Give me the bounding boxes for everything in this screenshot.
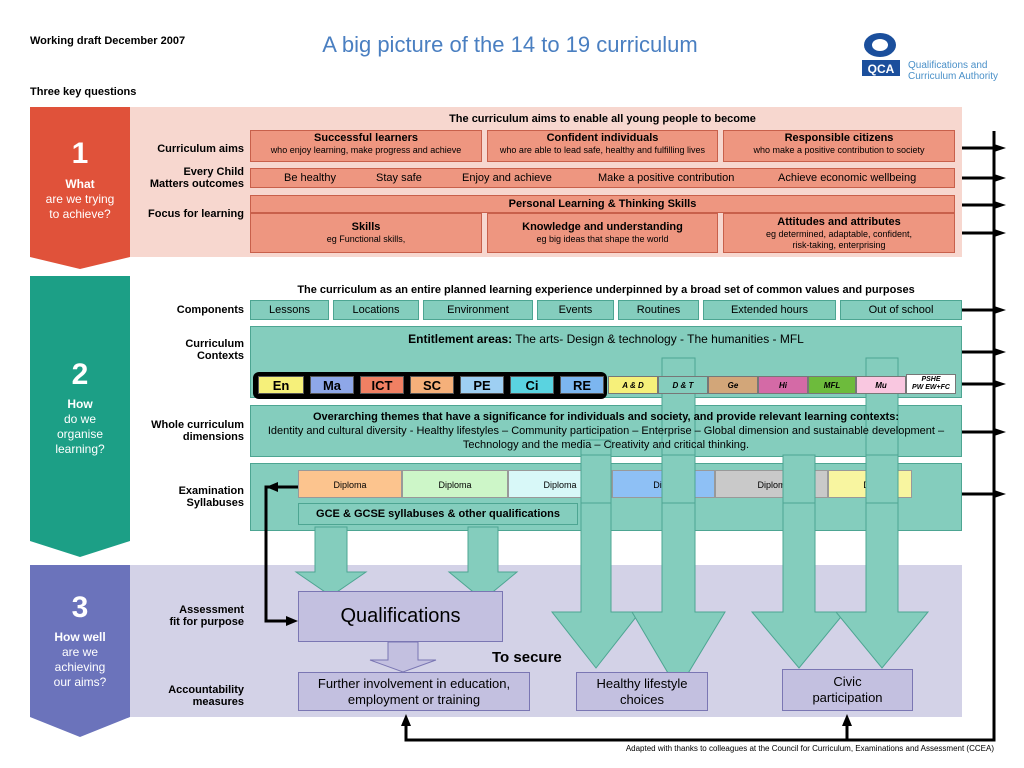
logo-abbr: QCA xyxy=(868,62,895,76)
ecm-outcomes-row: Be healthy Stay safe Enjoy and achieve M… xyxy=(250,168,955,188)
question-2-arrow xyxy=(30,541,130,557)
ecm-item: Achieve economic wellbeing xyxy=(778,172,917,184)
ecm-item: Make a positive contribution xyxy=(598,172,735,184)
subject-re: RE xyxy=(560,376,604,394)
question-1-block: 1 What are we trying to achieve? xyxy=(30,107,130,257)
logo-text: Qualifications and Curriculum Authority xyxy=(908,60,999,82)
arrow-to-further-involvement xyxy=(369,641,437,673)
further-involvement-box: Further involvement in education,employm… xyxy=(298,672,530,711)
qca-logo-icon: QCA xyxy=(862,33,900,76)
diploma-1: Diploma xyxy=(298,470,402,498)
label-curriculum-aims: Curriculum aims xyxy=(157,143,244,155)
label-focus: Focus for learning xyxy=(148,208,244,220)
subject-ict: ICT xyxy=(360,376,404,394)
component-events: Events xyxy=(537,300,614,320)
component-locations: Locations xyxy=(333,300,419,320)
subject-ci: Ci xyxy=(510,376,554,394)
diploma-2: Diploma xyxy=(402,470,508,498)
subject-mfl: MFL xyxy=(808,376,856,394)
component-extended-hours: Extended hours xyxy=(703,300,836,320)
subject-mu: Mu xyxy=(856,376,906,394)
feedback-line xyxy=(404,131,996,742)
gcse-box: GCE & GCSE syllabuses & other qualificat… xyxy=(298,503,578,525)
overarching-themes: Overarching themes that have a significa… xyxy=(267,411,945,451)
subject-en: En xyxy=(258,376,304,394)
label-components: Components xyxy=(176,304,244,316)
section-2-heading: The curriculum as an entire planned lear… xyxy=(297,284,915,296)
component-out-of-school: Out of school xyxy=(840,300,962,320)
section-1-heading: The curriculum aims to enable all young … xyxy=(449,113,756,125)
component-routines: Routines xyxy=(618,300,699,320)
question-3-block: 3 How well are we achieving our aims? xyxy=(30,565,130,717)
question-3-arrow xyxy=(30,717,130,737)
arrow-to-healthy-lifestyle-2 xyxy=(631,357,726,691)
to-secure-label: To secure xyxy=(492,649,562,666)
question-2-block: 2 How do we organise learning? xyxy=(30,276,130,541)
question-1-arrow xyxy=(30,257,130,269)
component-environment: Environment xyxy=(423,300,533,320)
subject-ge: Ge xyxy=(708,376,758,394)
footer-credit: Adapted with thanks to colleagues at the… xyxy=(625,744,994,753)
draft-label: Working draft December 2007 xyxy=(30,35,186,47)
arrow-to-civic-2 xyxy=(834,357,930,669)
arrow-to-qualifications-right xyxy=(447,526,519,601)
plts-box: Personal Learning & Thinking Skills xyxy=(250,195,955,213)
subject-sc: SC xyxy=(410,376,454,394)
ecm-item: Enjoy and achieve xyxy=(462,172,552,184)
arrow-to-qualifications-left xyxy=(294,526,368,597)
ecm-item: Be healthy xyxy=(284,172,336,184)
subject-d-and-t: D & T xyxy=(658,376,708,394)
ecm-item: Stay safe xyxy=(376,172,422,184)
component-lessons: Lessons xyxy=(250,300,329,320)
subject-ma: Ma xyxy=(310,376,354,394)
subject-a-and-d: A & D xyxy=(608,376,658,394)
subject-hi: Hi xyxy=(758,376,808,394)
subject-pe: PE xyxy=(460,376,504,394)
key-questions-label: Three key questions xyxy=(30,86,137,98)
qualifications-box: Qualifications xyxy=(298,591,503,642)
page-title: A big picture of the 14 to 19 curriculum xyxy=(322,32,698,57)
entitlement-areas: Entitlement areas: The arts- Design & te… xyxy=(408,332,804,346)
